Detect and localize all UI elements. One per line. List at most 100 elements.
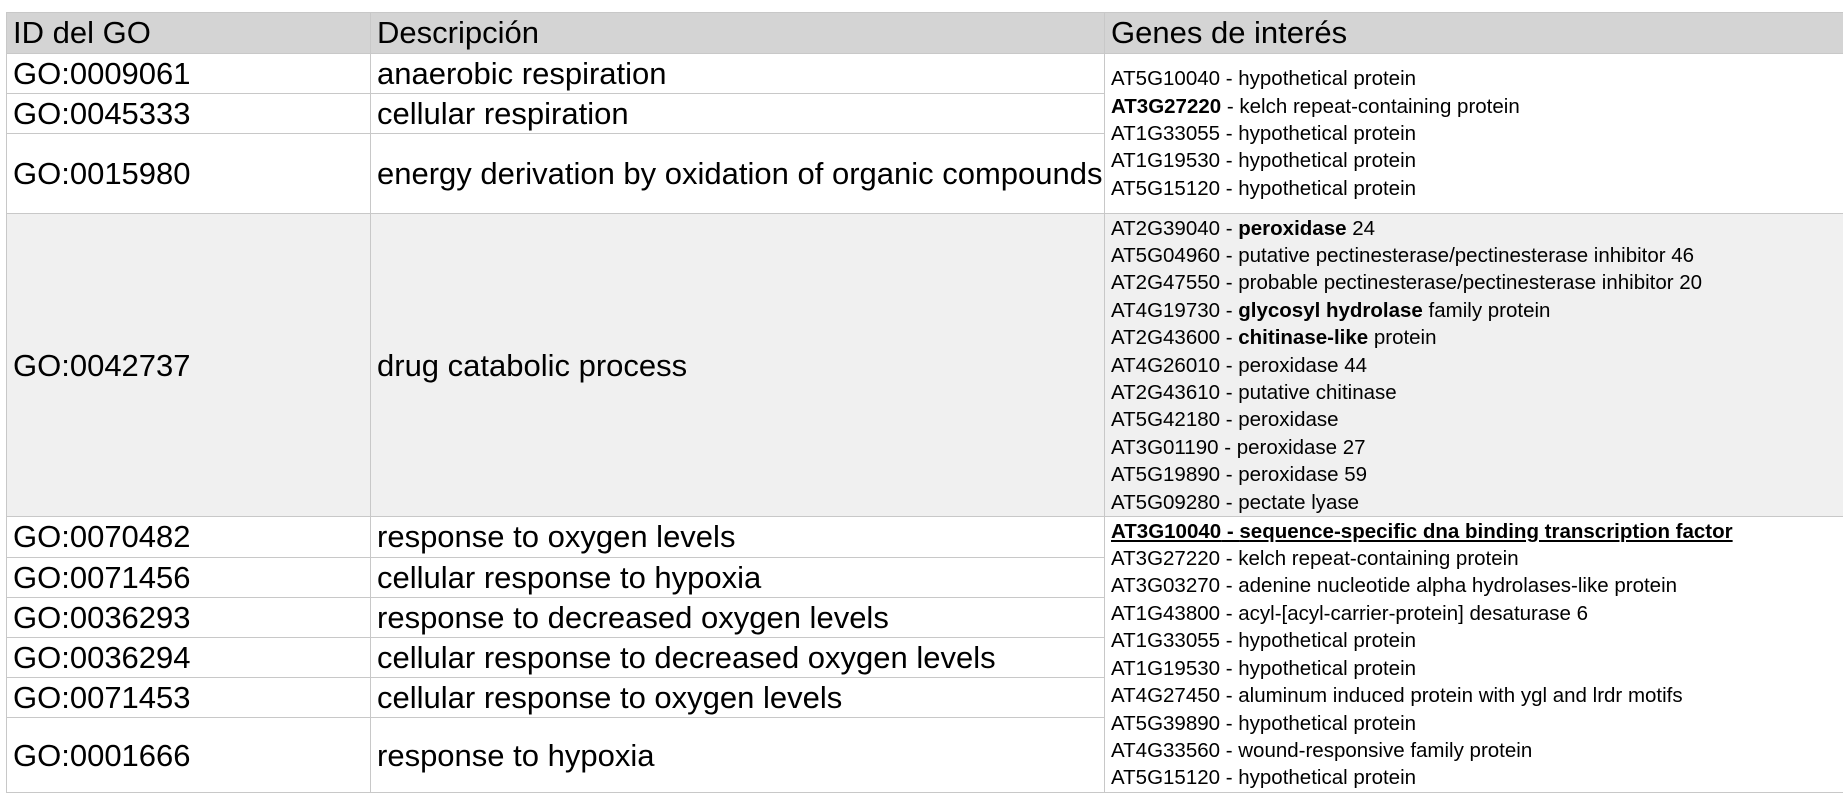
description-cell: energy derivation by oxidation of organi… bbox=[370, 133, 1105, 215]
gene-description: peroxidase 44 bbox=[1238, 353, 1368, 377]
table-row: GO:0009061 anaerobic respiration AT5G100… bbox=[6, 52, 1843, 215]
genes-cell-group-3: AT3G10040 - sequence-specific dna bindin… bbox=[1104, 516, 1843, 793]
gene-code: AT5G19890 bbox=[1111, 463, 1221, 487]
gene-description: chitinase-like bbox=[1238, 326, 1369, 350]
gene-description: glycosyl hydrolase bbox=[1238, 298, 1423, 322]
table-row: GO:0015980 energy derivation by oxidatio… bbox=[6, 133, 1843, 215]
description-cell: cellular response to decreased oxygen le… bbox=[370, 637, 1105, 679]
go-terms-table: ID del GO Descripción Genes de interés G… bbox=[6, 12, 1843, 793]
gene-description: hypothetical protein bbox=[1238, 67, 1417, 91]
gene-code: AT1G33055 bbox=[1111, 121, 1221, 145]
gene-code: AT3G27220 bbox=[1111, 547, 1221, 571]
gene-code: AT1G43800 bbox=[1111, 601, 1221, 625]
gene-entry: AT5G10040 - hypothetical protein bbox=[1111, 67, 1417, 91]
gene-entry: AT3G27220 - kelch repeat-containing prot… bbox=[1111, 547, 1519, 571]
go-id-cell: GO:0001666 bbox=[6, 717, 371, 793]
gene-entry: AT1G33055 - hypothetical protein bbox=[1111, 121, 1417, 145]
gene-entry-highlighted: AT3G10040 - sequence-specific dna bindin… bbox=[1111, 519, 1733, 543]
gene-entry: AT5G39890 - hypothetical protein bbox=[1111, 711, 1417, 735]
header-go-id: ID del GO bbox=[6, 12, 371, 54]
gene-entry: AT5G09280 - pectate lyase bbox=[1111, 490, 1360, 514]
gene-code: AT4G19730 bbox=[1111, 298, 1221, 322]
description-cell: response to oxygen levels bbox=[370, 516, 1105, 558]
gene-code: AT3G27220 bbox=[1111, 94, 1222, 118]
gene-entry: AT2G43600 - chitinase-like protein bbox=[1111, 326, 1437, 350]
gene-description: aluminum induced protein with ygl and lr… bbox=[1238, 684, 1683, 708]
gene-description: peroxidase 27 bbox=[1236, 435, 1366, 459]
gene-code: AT1G19530 bbox=[1111, 656, 1221, 680]
table-row: GO:0045333 cellular respiration bbox=[6, 93, 1843, 135]
gene-description: hypothetical protein bbox=[1238, 176, 1417, 200]
gene-code: AT5G15120 bbox=[1111, 766, 1221, 790]
gene-entry: AT2G43610 - putative chitinase bbox=[1111, 381, 1397, 405]
gene-description: hypothetical protein bbox=[1238, 121, 1417, 145]
table-row: GO:0001666 response to hypoxia bbox=[6, 717, 1843, 793]
go-id-cell: GO:0070482 bbox=[6, 516, 371, 558]
genes-cell-group-1: AT5G10040 - hypothetical protein AT3G272… bbox=[1104, 52, 1843, 215]
gene-entry: AT3G01190 - peroxidase 27 bbox=[1111, 435, 1366, 459]
gene-entry: AT2G47550 - probable pectinesterase/pect… bbox=[1111, 271, 1703, 295]
gene-code: AT5G42180 bbox=[1111, 408, 1221, 432]
gene-description: kelch repeat-containing protein bbox=[1238, 547, 1519, 571]
table-header-row: ID del GO Descripción Genes de interés bbox=[6, 12, 1843, 54]
gene-description: hypothetical protein bbox=[1238, 629, 1417, 653]
gene-entry: AT2G39040 - peroxidase 24 bbox=[1111, 216, 1375, 240]
description-cell: response to decreased oxygen levels bbox=[370, 596, 1105, 639]
gene-code: AT4G33560 bbox=[1111, 738, 1221, 762]
gene-code: AT3G03270 bbox=[1111, 574, 1221, 598]
gene-entry: AT1G33055 - hypothetical protein bbox=[1111, 629, 1417, 653]
header-description: Descripción bbox=[370, 12, 1105, 54]
go-id-cell: GO:0042737 bbox=[6, 213, 371, 518]
gene-description: putative pectinesterase/pectinesterase i… bbox=[1238, 244, 1695, 268]
gene-description: putative chitinase bbox=[1238, 381, 1397, 405]
gene-description: wound-responsive family protein bbox=[1238, 738, 1533, 762]
header-genes: Genes de interés bbox=[1104, 12, 1843, 54]
gene-entry: AT5G04960 - putative pectinesterase/pect… bbox=[1111, 244, 1695, 268]
gene-description: peroxidase bbox=[1238, 216, 1347, 240]
go-id-cell: GO:0071453 bbox=[6, 677, 371, 719]
gene-entry: AT5G15120 - hypothetical protein bbox=[1111, 176, 1417, 200]
gene-description: peroxidase 59 bbox=[1238, 463, 1368, 487]
gene-description: kelch repeat-containing protein bbox=[1239, 94, 1520, 118]
gene-code: AT3G01190 bbox=[1111, 435, 1219, 459]
description-cell: anaerobic respiration bbox=[370, 52, 1105, 95]
gene-code: AT2G43600 bbox=[1111, 326, 1221, 350]
gene-description: peroxidase bbox=[1238, 408, 1339, 432]
gene-entry: AT5G15120 - hypothetical protein bbox=[1111, 766, 1417, 790]
go-id-cell: GO:0036293 bbox=[6, 596, 371, 639]
gene-code: AT1G19530 bbox=[1111, 149, 1221, 173]
go-id-cell: GO:0045333 bbox=[6, 93, 371, 135]
gene-description: adenine nucleotide alpha hydrolases-like… bbox=[1238, 574, 1678, 598]
gene-code: AT1G33055 bbox=[1111, 629, 1221, 653]
gene-entry: AT3G03270 - adenine nucleotide alpha hyd… bbox=[1111, 574, 1678, 598]
table-row: GO:0042737 drug catabolic process AT2G39… bbox=[6, 213, 1843, 518]
gene-description: hypothetical protein bbox=[1238, 766, 1417, 790]
description-cell: cellular response to oxygen levels bbox=[370, 677, 1105, 719]
table-row: GO:0071453 cellular response to oxygen l… bbox=[6, 677, 1843, 719]
description-cell: cellular response to hypoxia bbox=[370, 556, 1105, 598]
gene-code: AT2G47550 bbox=[1111, 271, 1221, 295]
go-id-cell: GO:0071456 bbox=[6, 556, 371, 598]
description-cell: cellular respiration bbox=[370, 93, 1105, 135]
go-id-cell: GO:0036294 bbox=[6, 637, 371, 679]
gene-description: hypothetical protein bbox=[1238, 149, 1417, 173]
gene-description: hypothetical protein bbox=[1238, 656, 1417, 680]
gene-code: AT4G27450 bbox=[1111, 684, 1221, 708]
gene-entry: AT3G27220 - kelch repeat-containing prot… bbox=[1111, 94, 1520, 118]
gene-code: AT2G39040 bbox=[1111, 216, 1221, 240]
gene-entry: AT4G26010 - peroxidase 44 bbox=[1111, 353, 1368, 377]
gene-code: AT5G04960 bbox=[1111, 244, 1221, 268]
gene-entry: AT4G27450 - aluminum induced protein wit… bbox=[1111, 684, 1683, 708]
gene-code: AT4G26010 bbox=[1111, 353, 1221, 377]
gene-description: pectate lyase bbox=[1238, 490, 1360, 514]
gene-entry: AT1G43800 - acyl-[acyl-carrier-protein] … bbox=[1111, 601, 1589, 625]
table-row: GO:0036294 cellular response to decrease… bbox=[6, 637, 1843, 679]
gene-entry: AT1G19530 - hypothetical protein bbox=[1111, 656, 1417, 680]
gene-code: AT5G09280 bbox=[1111, 490, 1221, 514]
description-cell: response to hypoxia bbox=[370, 717, 1105, 793]
gene-description: probable pectinesterase/pectinesterase i… bbox=[1238, 271, 1703, 295]
gene-code: AT5G10040 bbox=[1111, 67, 1221, 91]
gene-code: AT5G15120 bbox=[1111, 176, 1221, 200]
gene-description: sequence-specific dna binding transcript… bbox=[1239, 519, 1733, 543]
gene-description: acyl-[acyl-carrier-protein] desaturase 6 bbox=[1238, 601, 1589, 625]
